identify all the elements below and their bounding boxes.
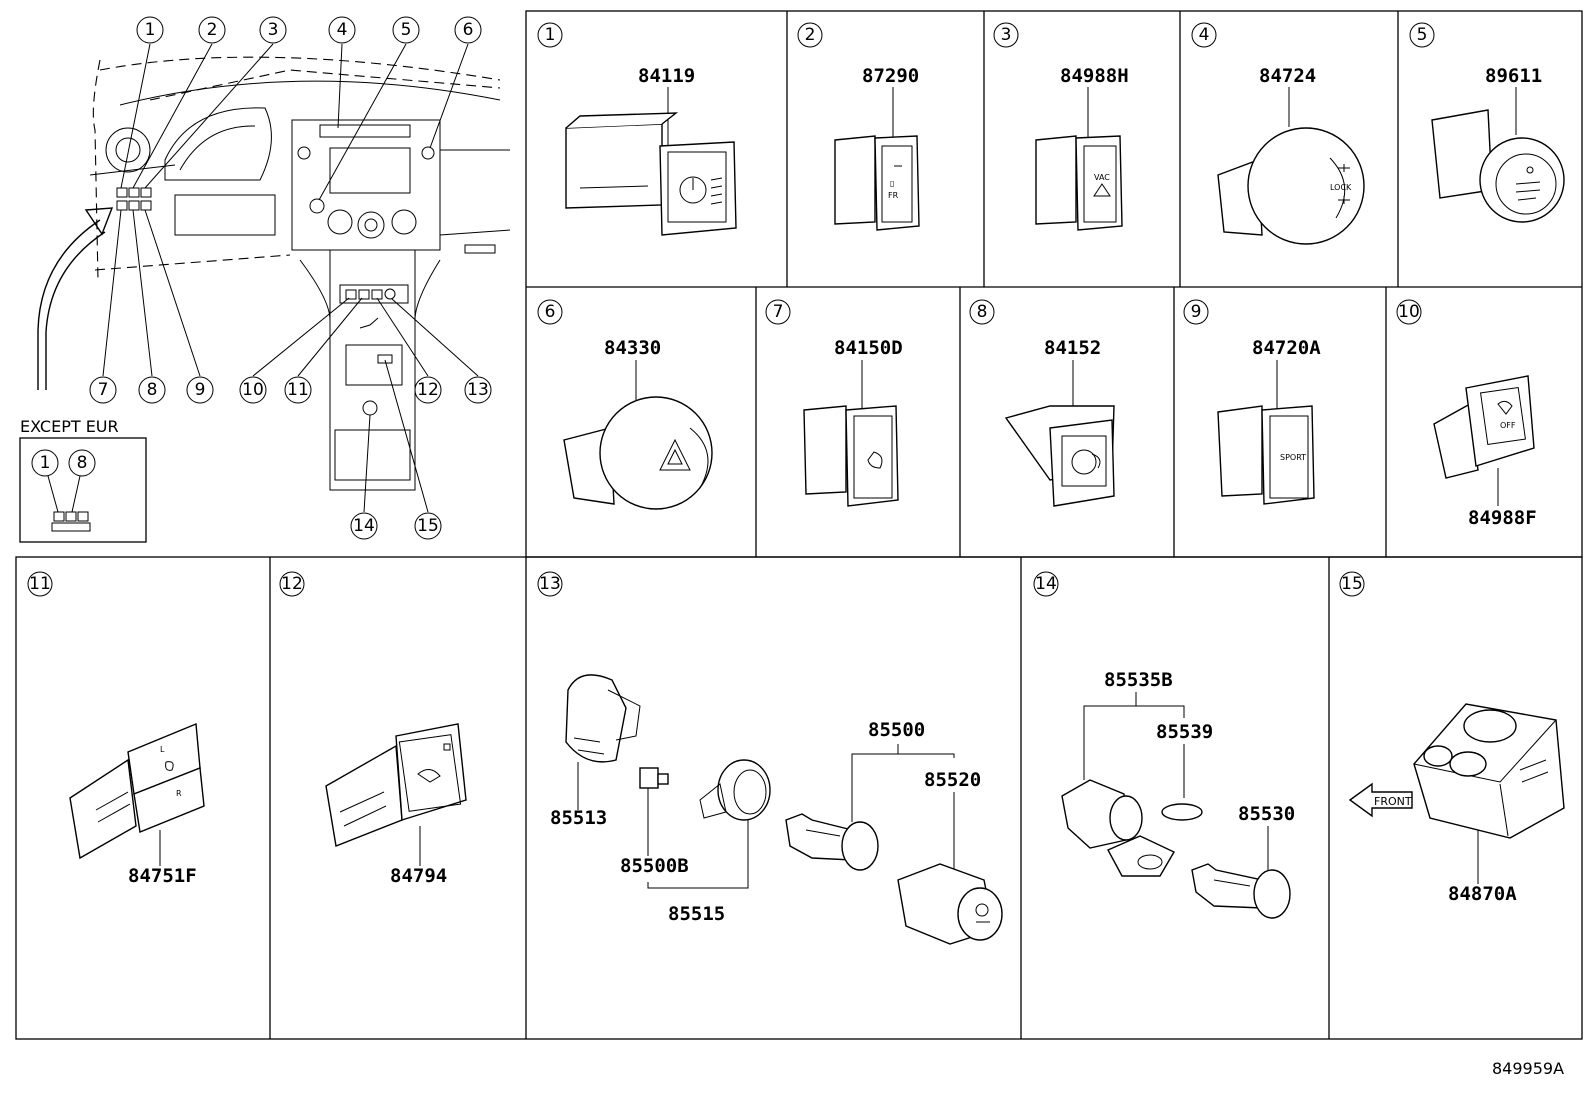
figure-number: 849959A bbox=[1492, 1059, 1564, 1078]
svg-text:1: 1 bbox=[40, 453, 51, 473]
panel-7-index: 7 bbox=[773, 302, 784, 322]
panel-15-index: 15 bbox=[1341, 574, 1363, 594]
part-85520: 85520 bbox=[924, 769, 981, 791]
panel-14-index: 14 bbox=[1035, 574, 1057, 594]
overview-callout-6: 6 bbox=[454, 16, 482, 44]
panel-10: 10 OFF 84988F bbox=[1396, 299, 1537, 529]
overview-callout-8: 8 bbox=[138, 376, 166, 404]
panel-1: 1 84119 bbox=[537, 22, 737, 236]
svg-text:10: 10 bbox=[242, 380, 264, 400]
part-84751F: 84751F bbox=[128, 865, 197, 887]
except-eur-inset: EXCEPT EUR 1 8 bbox=[19, 417, 147, 543]
part-85500B: 85500B bbox=[620, 855, 689, 877]
svg-text:6: 6 bbox=[463, 20, 474, 40]
part-85535B: 85535B bbox=[1104, 669, 1173, 691]
part-84870A: 84870A bbox=[1448, 883, 1517, 905]
fr-l-text: L bbox=[160, 745, 165, 754]
part-84988F: 84988F bbox=[1468, 507, 1537, 529]
part-85530: 85530 bbox=[1238, 803, 1295, 825]
part-84330: 84330 bbox=[604, 337, 661, 359]
svg-text:14: 14 bbox=[353, 516, 375, 536]
part-84152: 84152 bbox=[1044, 337, 1101, 359]
panel-10-index: 10 bbox=[1398, 302, 1420, 322]
svg-text:7: 7 bbox=[98, 380, 109, 400]
panel-grid bbox=[15, 10, 1583, 1040]
overview-callout-10: 10 bbox=[239, 376, 267, 404]
overview-callout-12: 12 bbox=[414, 376, 442, 404]
except-eur-label: EXCEPT EUR bbox=[20, 417, 119, 436]
front-arrow-text: FRONT bbox=[1374, 795, 1412, 808]
overview-callout-7: 7 bbox=[89, 376, 117, 404]
svg-text:13: 13 bbox=[467, 380, 489, 400]
part-84724: 84724 bbox=[1259, 65, 1316, 87]
panel-12: 12 84794 bbox=[279, 571, 467, 887]
vac-text: VAC bbox=[1094, 173, 1110, 182]
panel-13-index: 13 bbox=[539, 574, 561, 594]
off-text: OFF bbox=[1500, 421, 1516, 430]
overview-callout-5: 5 bbox=[392, 16, 420, 44]
panel-11-index: 11 bbox=[29, 574, 51, 594]
panel-14: 14 85535B 85539 85530 bbox=[1033, 571, 1295, 919]
panel-11: 11 L R 84751F bbox=[27, 571, 205, 887]
part-85515: 85515 bbox=[668, 903, 725, 925]
svg-text:8: 8 bbox=[77, 453, 88, 473]
svg-text:15: 15 bbox=[417, 516, 439, 536]
overview-callout-13: 13 bbox=[464, 376, 492, 404]
overview-callout-11: 11 bbox=[284, 376, 312, 404]
part-89611: 89611 bbox=[1485, 65, 1542, 87]
part-85539: 85539 bbox=[1156, 721, 1213, 743]
sport-text: SPORT bbox=[1280, 453, 1306, 462]
overview-callout-9: 9 bbox=[186, 376, 214, 404]
panel-2-index: 2 bbox=[805, 25, 816, 45]
panel-8: 8 84152 bbox=[969, 299, 1115, 507]
svg-text:1: 1 bbox=[145, 20, 156, 40]
panel-5-index: 5 bbox=[1417, 25, 1428, 45]
part-84988H: 84988H bbox=[1060, 65, 1129, 87]
overview-callout-4: 4 bbox=[328, 16, 356, 44]
fr-r-text: R bbox=[176, 789, 182, 798]
svg-text:5: 5 bbox=[401, 20, 412, 40]
overview-callout-15: 15 bbox=[414, 512, 442, 540]
svg-text:3: 3 bbox=[268, 20, 279, 40]
overview-callout-14: 14 bbox=[350, 512, 378, 540]
panel-4: 4 84724 LOCK bbox=[1191, 22, 1365, 245]
panel-8-index: 8 bbox=[977, 302, 988, 322]
svg-text:8: 8 bbox=[147, 380, 158, 400]
svg-text:4: 4 bbox=[337, 20, 348, 40]
panel-9: 9 84720A SPORT bbox=[1183, 299, 1321, 505]
panel-2: 2 87290 ▯ FR bbox=[797, 22, 920, 231]
panel-3: 3 84988H VAC bbox=[993, 22, 1129, 231]
panel-12-index: 12 bbox=[281, 574, 303, 594]
panel-9-index: 9 bbox=[1191, 302, 1202, 322]
panel-4-index: 4 bbox=[1199, 25, 1210, 45]
svg-text:11: 11 bbox=[287, 380, 309, 400]
part-85513: 85513 bbox=[550, 807, 607, 829]
svg-text:2: 2 bbox=[207, 20, 218, 40]
overview-callout-3: 3 bbox=[259, 16, 287, 44]
overview-callout-1: 1 bbox=[136, 16, 164, 44]
svg-text:FR: FR bbox=[888, 191, 899, 200]
svg-text:9: 9 bbox=[195, 380, 206, 400]
dashboard-overview: 1 2 3 4 5 6 7 8 9 10 11 12 13 14 15 EXCE… bbox=[19, 16, 511, 543]
panel-3-index: 3 bbox=[1001, 25, 1012, 45]
part-84794: 84794 bbox=[390, 865, 447, 887]
part-84720A: 84720A bbox=[1252, 337, 1321, 359]
panel-6-index: 6 bbox=[545, 302, 556, 322]
panel-6: 6 84330 bbox=[537, 299, 713, 510]
panel-13: 13 85513 85500B 85515 85500 85520 bbox=[537, 571, 1003, 945]
lock-text: LOCK bbox=[1330, 183, 1352, 192]
svg-text:12: 12 bbox=[417, 380, 439, 400]
panel-1-index: 1 bbox=[545, 25, 556, 45]
panel-15: 15 84870A FRONT bbox=[1339, 571, 1565, 905]
svg-text:▯: ▯ bbox=[890, 179, 894, 188]
part-85500: 85500 bbox=[868, 719, 925, 741]
panel-5: 5 89611 bbox=[1409, 22, 1565, 223]
panel-7: 7 84150D bbox=[765, 299, 903, 507]
part-87290: 87290 bbox=[862, 65, 919, 87]
part-84119: 84119 bbox=[638, 65, 695, 87]
part-84150D: 84150D bbox=[834, 337, 903, 359]
overview-callout-2: 2 bbox=[198, 16, 226, 44]
